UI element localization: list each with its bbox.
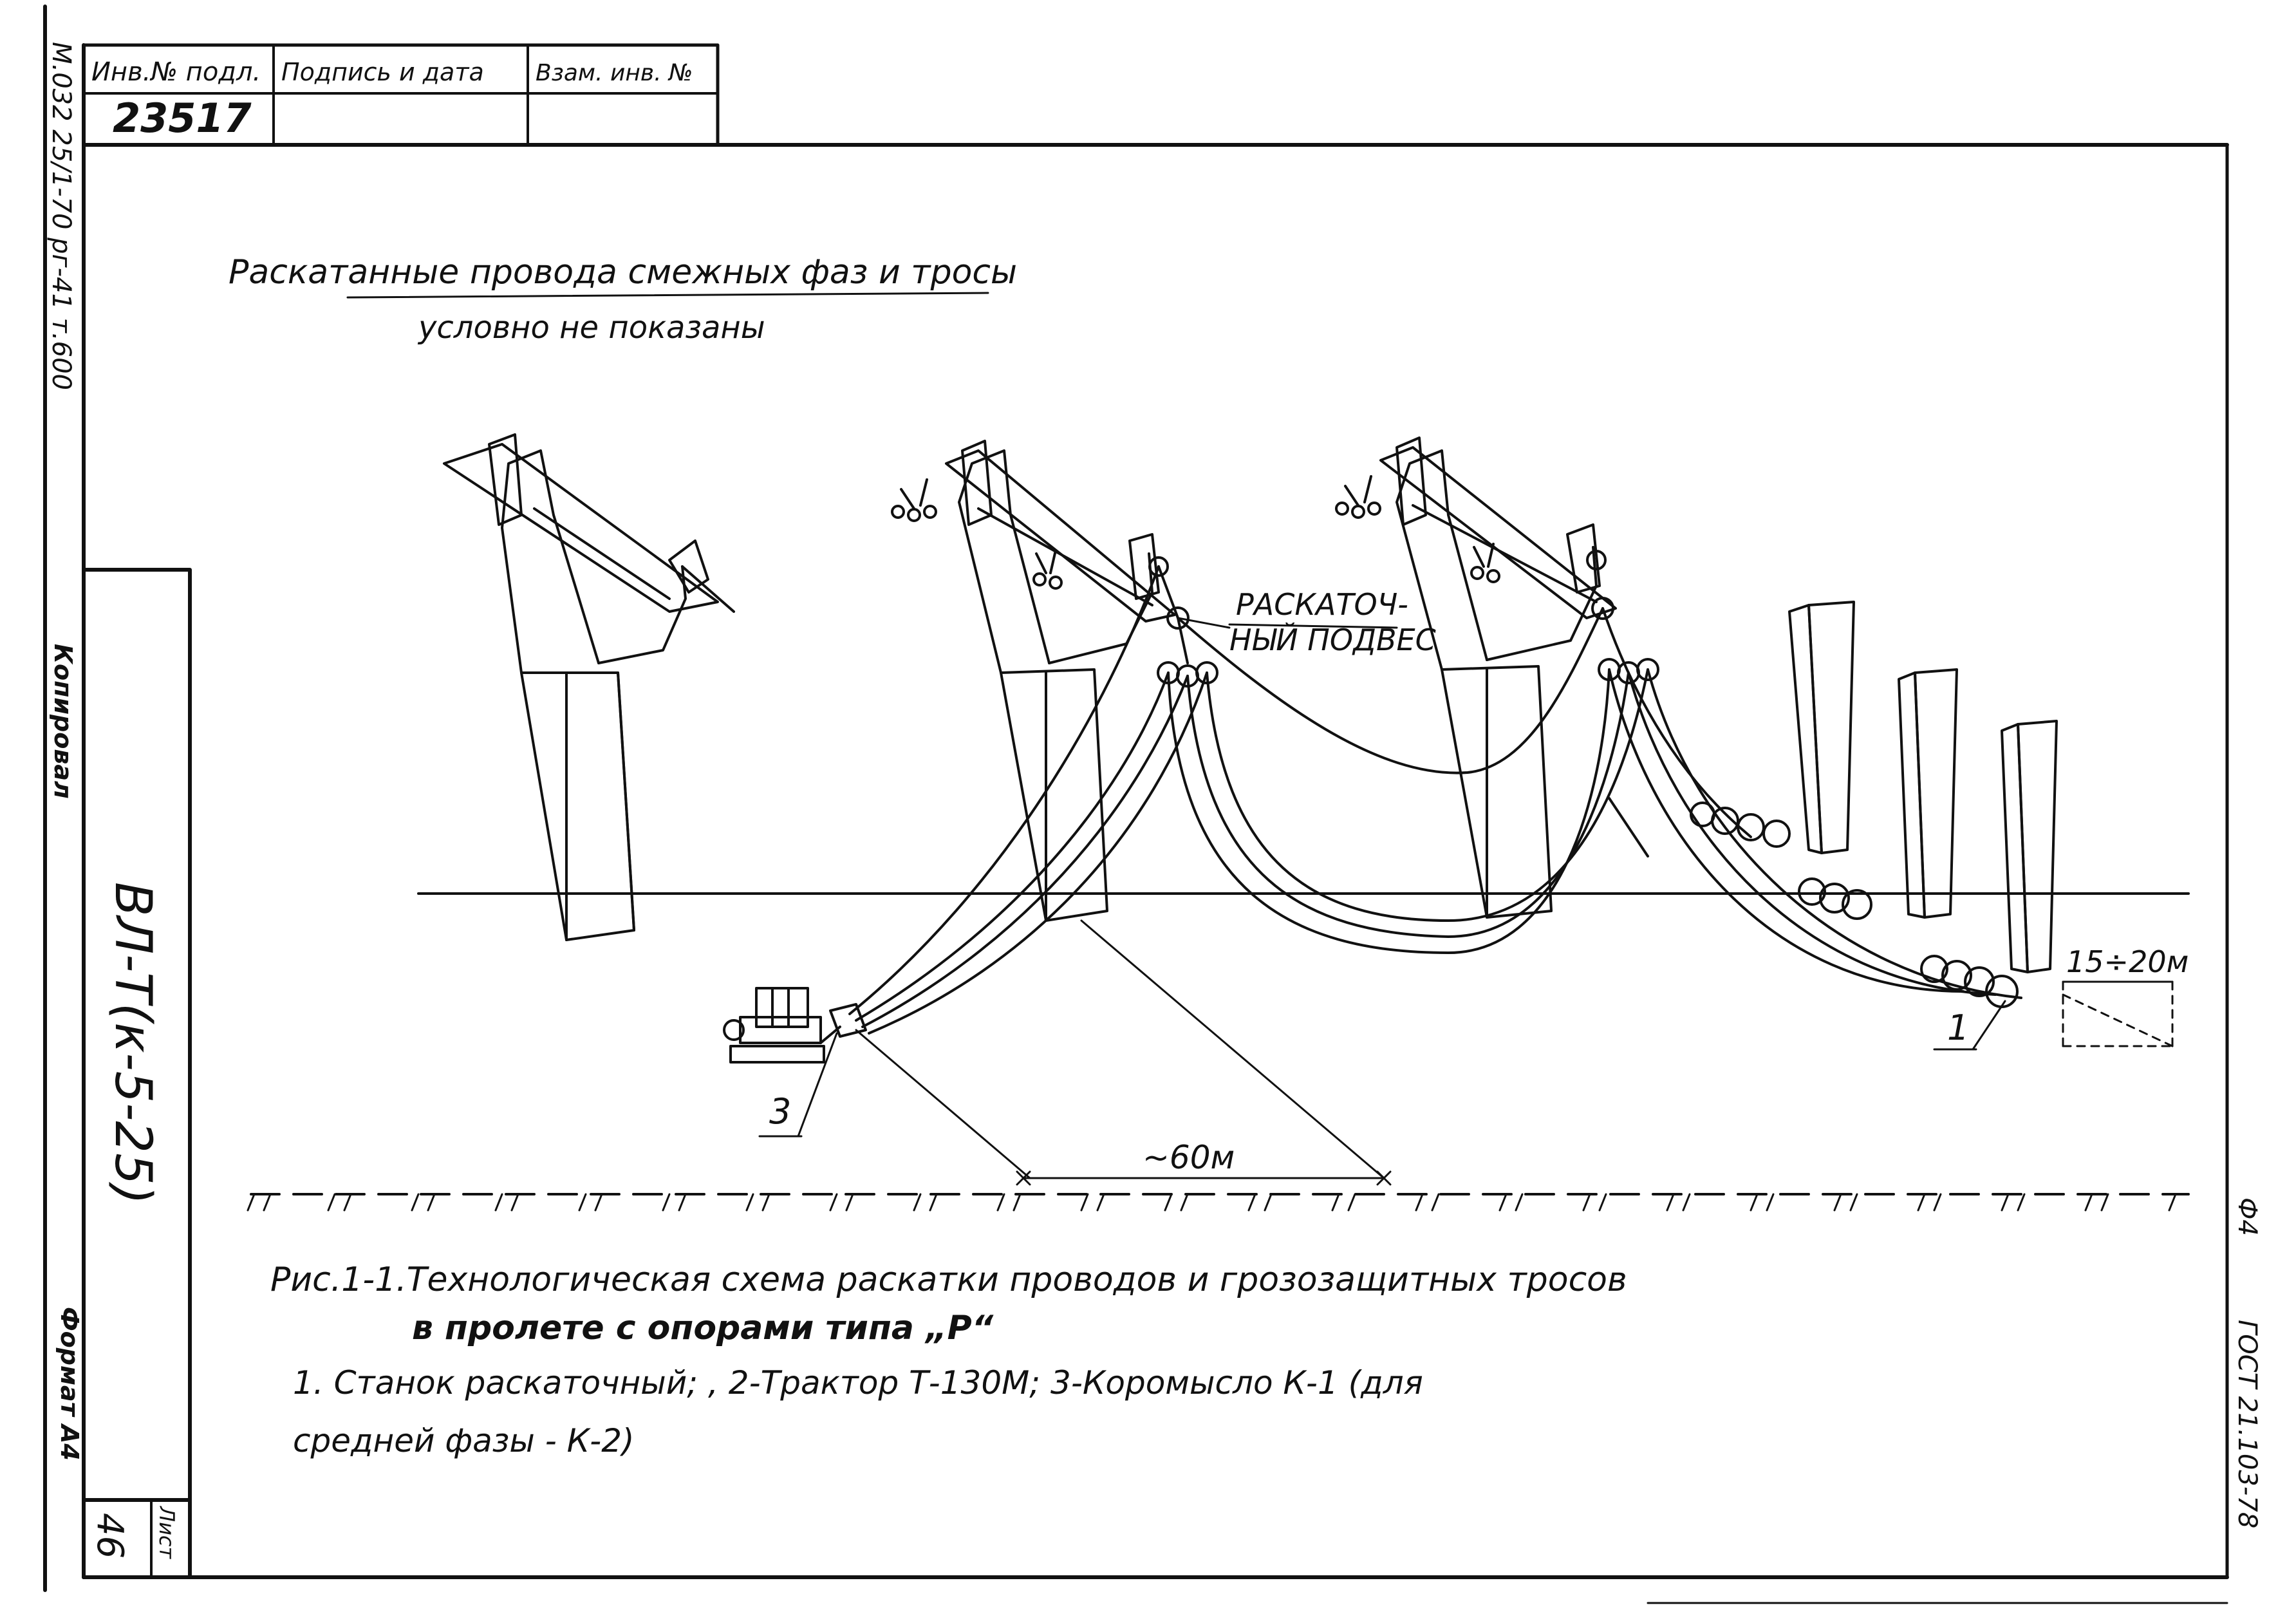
top-note: Раскатанные провода смежных фаз и тросы … <box>229 253 1017 346</box>
stamp-inv-header: Инв.№ подл. <box>91 57 261 87</box>
marker-1: 1 <box>1947 1008 1969 1048</box>
legend-line-1: 1. Станок раскаточный; , 2-Трактор Т-130… <box>293 1364 1423 1401</box>
sheet-frame <box>43 5 2229 1604</box>
note-line-2: условно не показаны <box>417 310 765 346</box>
note-line-1: Раскатанные провода смежных фаз и тросы <box>229 253 1017 292</box>
caption-title-1: Рис.1-1.Технологическая схема раскатки п… <box>270 1261 1627 1299</box>
stamp-sign-header: Подпись и дата <box>281 58 484 86</box>
dimension-offset: 15÷20м <box>2062 944 2189 1047</box>
sheet-number: 46 <box>89 1513 131 1559</box>
figure-caption: Рис.1-1.Технологическая схема раскатки п… <box>270 1261 1627 1459</box>
cable-reels <box>1608 797 2019 1008</box>
doc-code: ВЛ-Т(к-5-25) <box>104 882 162 1204</box>
yoke <box>819 1003 867 1044</box>
dimension-60m: ~60м <box>855 919 1392 1186</box>
copy-mark: Копировал <box>49 644 77 799</box>
stamp-table: Инв.№ подл. Подпись и дата Взам. инв. № … <box>82 43 720 147</box>
caption-title-2: в пролете с опорами типа „Р“ <box>412 1309 994 1347</box>
callout-3: 3 <box>758 1032 838 1138</box>
callout-suspension: РАСКАТОЧ- НЫЙ ПОДВЕС <box>1177 587 1436 657</box>
distance-label: ~60м <box>1143 1139 1235 1176</box>
legend-line-2: средней фазы - К-2) <box>293 1422 635 1459</box>
marker-3: 3 <box>769 1091 791 1132</box>
stamp-inv-number: 23517 <box>113 95 252 142</box>
tower-1 <box>443 433 735 941</box>
conductors <box>848 565 2022 1035</box>
form-mark: Ф4 <box>2232 1197 2262 1236</box>
ground <box>247 892 2190 1212</box>
tractor <box>723 987 825 1064</box>
format-mark: Формат А4 <box>55 1307 84 1461</box>
tower-3 <box>1335 436 1659 919</box>
distant-towers <box>1788 601 2058 973</box>
archive-code: М.032 25/1-70 рг-41 т.600 <box>46 42 76 390</box>
suspension-label-2: НЫЙ ПОДВЕС <box>1229 623 1436 657</box>
stamp-replace-header: Взам. инв. № <box>536 60 693 86</box>
suspension-label-1: РАСКАТОЧ- <box>1236 587 1408 622</box>
callout-1: 1 <box>1933 1000 2006 1051</box>
gost-mark: ГОСТ 21.103-78 <box>2232 1320 2262 1528</box>
sheet-label: Лист <box>154 1506 179 1559</box>
right-margin: Ф4 ГОСТ 21.103-78 <box>2232 1197 2262 1528</box>
offset-label: 15÷20м <box>2066 944 2189 979</box>
left-margin: М.032 25/1-70 рг-41 т.600 Копировал Форм… <box>46 42 192 1579</box>
